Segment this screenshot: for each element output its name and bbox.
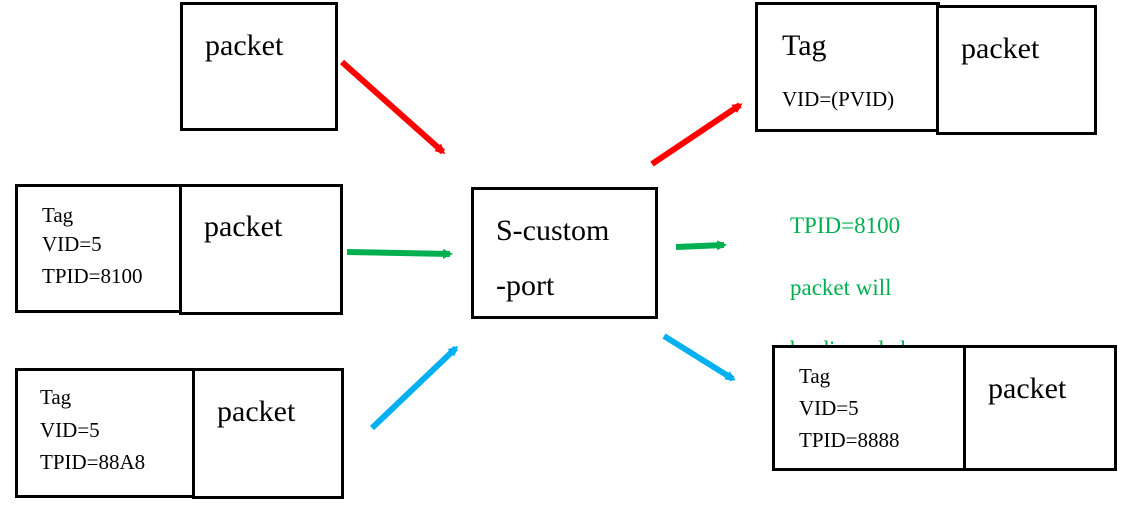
output-tag-pvid: Tag VID=(PVID) bbox=[755, 2, 940, 132]
output-packet-8888: packet bbox=[963, 345, 1117, 471]
discard-note-line1: TPID=8100 bbox=[790, 213, 901, 238]
vid-value: VID=5 bbox=[40, 418, 100, 442]
input-packet-8100: packet bbox=[179, 184, 343, 315]
tag-label: Tag bbox=[799, 364, 831, 388]
tag-label: Tag bbox=[40, 385, 72, 409]
packet-label: packet bbox=[961, 32, 1040, 65]
arrow-tpid8100-in bbox=[346, 248, 453, 259]
tag-label: Tag bbox=[782, 29, 827, 62]
packet-label: packet bbox=[205, 29, 284, 62]
tpid-value: TPID=8100 bbox=[42, 264, 143, 288]
arrow-tpid88a8-in bbox=[369, 345, 459, 431]
output-tag-8888: Tag VID=5 TPID=8888 bbox=[772, 345, 966, 471]
arrow-pvid-out bbox=[650, 102, 743, 167]
packet-label: packet bbox=[988, 372, 1067, 405]
input-tag-88a8: Tag VID=5 TPID=88A8 bbox=[15, 368, 195, 498]
vid-value: VID=(PVID) bbox=[782, 87, 895, 111]
arrow-discard-out bbox=[675, 240, 727, 251]
tag-label: Tag bbox=[42, 203, 74, 227]
arrow-tpid8888-out bbox=[662, 333, 736, 382]
s-custom-port-box: S-custom -port bbox=[471, 187, 658, 319]
tpid-value: TPID=8888 bbox=[799, 428, 900, 452]
input-tag-8100: Tag VID=5 TPID=8100 bbox=[15, 184, 182, 313]
tpid-value: TPID=88A8 bbox=[40, 450, 146, 474]
output-packet-pvid: packet bbox=[936, 5, 1097, 135]
discard-note-line2: packet will bbox=[790, 275, 892, 300]
vid-value: VID=5 bbox=[799, 396, 859, 420]
input-untagged-packet: packet bbox=[180, 2, 338, 131]
packet-label: packet bbox=[217, 395, 296, 428]
packet-label: packet bbox=[204, 210, 283, 243]
port-label-line1: S-custom bbox=[496, 214, 610, 247]
arrow-untagged-in bbox=[340, 59, 446, 155]
port-label-line2: -port bbox=[496, 269, 555, 302]
input-packet-88a8: packet bbox=[192, 368, 344, 499]
vid-value: VID=5 bbox=[42, 232, 102, 256]
